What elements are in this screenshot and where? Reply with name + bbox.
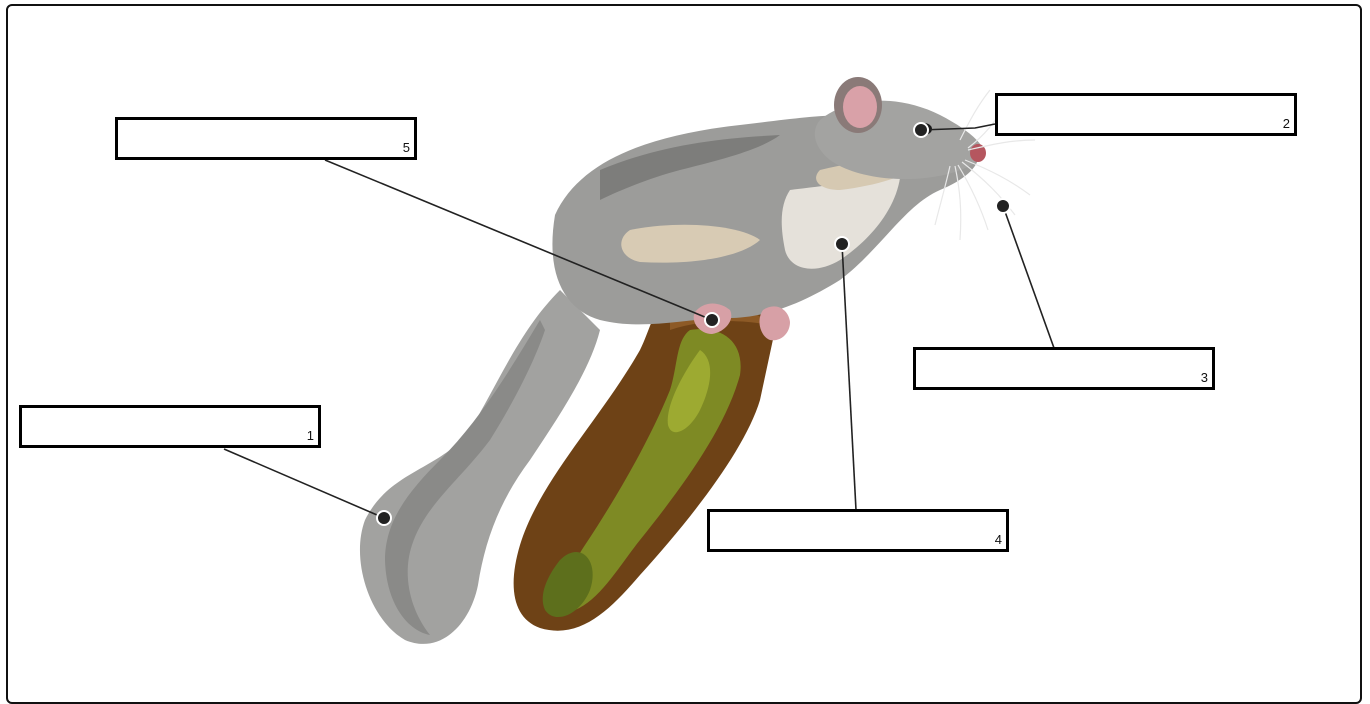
label-box-4[interactable]: 4 (707, 509, 1009, 552)
label-number-5: 5 (403, 140, 410, 155)
label-number-2: 2 (1283, 116, 1290, 131)
leader-line-3 (1003, 206, 1054, 348)
pointer-dot-5 (705, 313, 719, 327)
label-number-3: 3 (1201, 370, 1208, 385)
label-box-5[interactable]: 5 (115, 117, 417, 160)
leader-line-4 (842, 244, 856, 510)
pointer-dot-2 (914, 123, 928, 137)
leader-line-1 (224, 449, 384, 518)
label-box-2[interactable]: 2 (995, 93, 1297, 136)
label-box-3[interactable]: 3 (913, 347, 1215, 390)
label-number-4: 4 (995, 532, 1002, 547)
label-number-1: 1 (307, 428, 314, 443)
pointer-dot-4 (835, 237, 849, 251)
pointer-dot-3 (996, 199, 1010, 213)
pointer-dot-1 (377, 511, 391, 525)
label-box-1[interactable]: 1 (19, 405, 321, 448)
ear-inner (843, 86, 877, 128)
